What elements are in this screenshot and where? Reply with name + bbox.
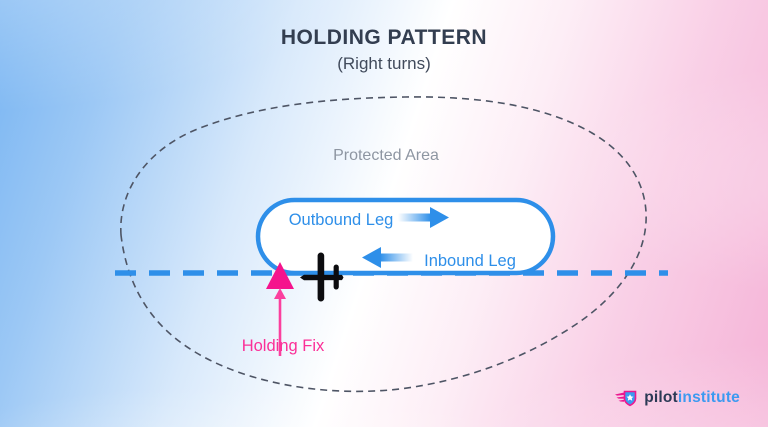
outbound-arrow-icon xyxy=(398,207,449,228)
brand-name-primary: pilot xyxy=(644,388,678,406)
diagram-header: HOLDING PATTERN (Right turns) xyxy=(0,26,768,74)
inbound-arrow-icon xyxy=(362,247,413,268)
protected-area-outline xyxy=(120,96,647,393)
page-title: HOLDING PATTERN xyxy=(280,26,488,49)
holding-fix-triangle xyxy=(266,262,294,289)
outbound-leg-label: Outbound Leg xyxy=(289,211,394,229)
brand-logo: pilotinstitute xyxy=(615,388,740,407)
holding-racetrack xyxy=(255,197,556,276)
protected-area-label: Protected Area xyxy=(333,147,439,164)
holding-fix-label: Holding Fix xyxy=(242,337,325,355)
inbound-leg-label: Inbound Leg xyxy=(424,252,516,270)
brand-name-secondary: institute xyxy=(677,388,740,406)
winged-shield-star-icon xyxy=(615,390,637,407)
holding-fix-arrow xyxy=(274,288,286,356)
page-subtitle: (Right turns) xyxy=(337,54,431,73)
airplane-icon xyxy=(300,252,344,302)
brand-logo-text: pilotinstitute xyxy=(644,389,740,407)
